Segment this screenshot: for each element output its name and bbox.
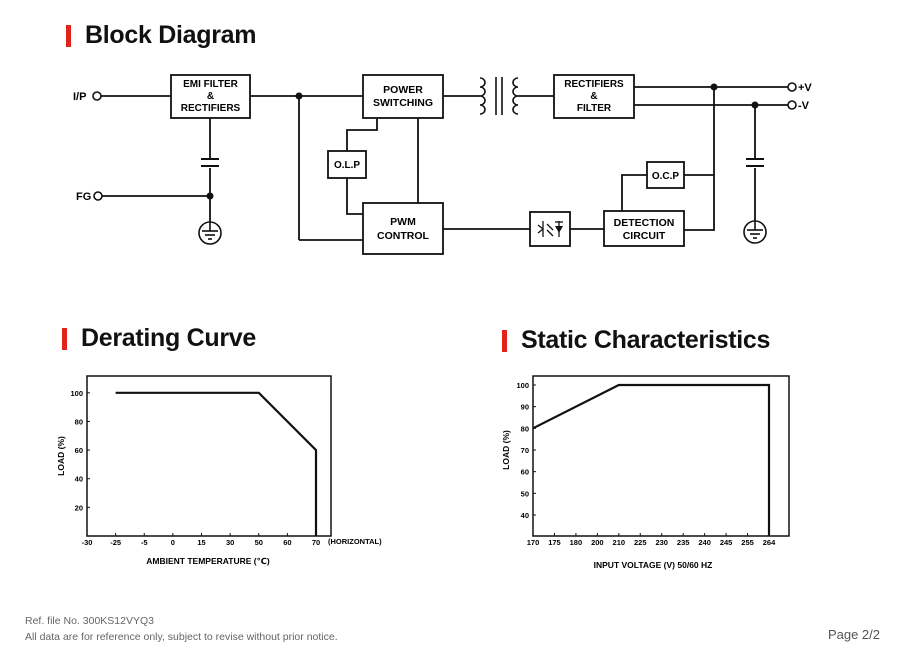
derating-plot-frame	[86, 375, 332, 537]
static-x-tick-label: 240	[698, 538, 711, 547]
static-x-tick-label: 245	[720, 538, 733, 547]
svg-text:RECTIFIERS: RECTIFIERS	[181, 103, 241, 114]
svg-text:DETECTION: DETECTION	[614, 217, 675, 229]
svg-text:POWER: POWER	[383, 84, 423, 96]
derating-x-tick-label: 15	[197, 538, 205, 547]
derating-x-tick-label: 30	[226, 538, 234, 547]
static-x-tick-label: 180	[570, 538, 583, 547]
svg-text:&: &	[590, 91, 597, 102]
heading-accent-bar	[502, 329, 507, 352]
derating-y-tick-label: 40	[75, 475, 83, 484]
block-diagram-title: Block Diagram	[85, 21, 257, 49]
static-ylabel: LOAD (%)	[501, 430, 511, 470]
static-y-tick-label: 70	[521, 446, 529, 455]
svg-text:CONTROL: CONTROL	[377, 230, 429, 242]
svg-text:O.C.P: O.C.P	[652, 171, 680, 182]
static-x-tick-label: 235	[677, 538, 690, 547]
vplus-terminal	[787, 82, 797, 92]
svg-text:CIRCUIT: CIRCUIT	[623, 230, 666, 242]
derating-curve-heading: Derating Curve	[62, 324, 256, 353]
derating-x-tick-label: 70	[312, 538, 320, 547]
static-x-tick-label: 255	[741, 538, 754, 547]
static-y-tick-label: 90	[521, 403, 529, 412]
derating-x-tick-label: -30	[82, 538, 93, 547]
derating-x-note: (HORIZONTAL)	[328, 537, 382, 546]
ground-icon	[198, 221, 222, 245]
svg-text:&: &	[207, 91, 214, 102]
fg-label: FG	[76, 191, 91, 203]
static-y-tick-label: 60	[521, 468, 529, 477]
ground-icon	[743, 220, 767, 244]
svg-text:EMI FILTER: EMI FILTER	[183, 79, 239, 90]
svg-text:FILTER: FILTER	[577, 103, 612, 114]
derating-curve-title: Derating Curve	[81, 324, 257, 352]
static-characteristics-heading: Static Characteristics	[502, 326, 770, 355]
derating-x-tick-label: 0	[171, 538, 175, 547]
vplus-label: +V	[798, 82, 812, 94]
derating-series-line	[115, 391, 318, 536]
static-series-line	[532, 383, 771, 536]
static-x-tick-label: 264	[763, 538, 776, 547]
static-x-tick-label: 225	[634, 538, 647, 547]
block-diagram: EMI FILTER & RECTIFIERS POWER SWITCHING …	[73, 74, 812, 255]
rectifiers-filter-block: RECTIFIERS & FILTER	[553, 74, 635, 119]
static-y-tick-label: 80	[521, 424, 529, 433]
heading-accent-bar	[62, 327, 67, 350]
vminus-label: -V	[798, 100, 810, 112]
pwm-control-block: PWM CONTROL	[362, 202, 444, 255]
derating-y-tick-label: 80	[75, 417, 83, 426]
vminus-terminal	[787, 100, 797, 110]
detection-circuit-block: DETECTION CIRCUIT	[603, 210, 685, 247]
static-x-tick-label: 170	[527, 538, 540, 547]
derating-y-tick-label: 20	[75, 503, 83, 512]
derating-y-tick-label: 100	[70, 389, 83, 398]
derating-ylabel: LOAD (%)	[56, 436, 66, 476]
power-switching-block: POWER SWITCHING	[362, 74, 444, 119]
svg-text:RECTIFIERS: RECTIFIERS	[564, 79, 624, 90]
static-x-tick-label: 210	[613, 538, 626, 547]
optocoupler-icon	[529, 211, 571, 247]
svg-text:O.L.P: O.L.P	[334, 160, 360, 171]
static-y-tick-label: 40	[521, 511, 529, 520]
emi-filter-block: EMI FILTER & RECTIFIERS	[170, 74, 251, 119]
static-characteristics-title: Static Characteristics	[521, 326, 771, 354]
static-y-tick-label: 100	[516, 381, 529, 390]
reference-file-number: Ref. file No. 300KS12VYQ3	[25, 615, 154, 627]
disclaimer-note: All data are for reference only, subject…	[25, 631, 338, 643]
derating-y-tick-label: 60	[75, 446, 83, 455]
derating-x-tick-label: -25	[110, 538, 121, 547]
derating-xlabel: AMBIENT TEMPERATURE (℃)	[146, 556, 270, 566]
heading-accent-bar	[66, 24, 71, 47]
static-xlabel: INPUT VOLTAGE (V) 50/60 HZ	[594, 560, 713, 570]
ip-terminal	[92, 91, 102, 101]
block-diagram-heading: Block Diagram	[66, 21, 256, 50]
derating-x-tick-label: 60	[283, 538, 291, 547]
transformer-icon	[479, 77, 519, 115]
svg-text:PWM: PWM	[390, 216, 416, 228]
derating-x-tick-label: 50	[255, 538, 263, 547]
static-x-tick-label: 230	[655, 538, 668, 547]
svg-text:SWITCHING: SWITCHING	[373, 97, 433, 109]
ocp-block: O.C.P	[646, 161, 685, 189]
olp-block: O.L.P	[327, 150, 367, 179]
ip-label: I/P	[73, 91, 86, 103]
derating-x-tick-label: -5	[141, 538, 148, 547]
fg-terminal	[93, 191, 103, 201]
static-x-tick-label: 175	[548, 538, 561, 547]
static-x-tick-label: 200	[591, 538, 604, 547]
static-plot-frame	[532, 375, 790, 537]
page-number: Page 2/2	[827, 627, 880, 642]
static-y-tick-label: 50	[521, 489, 529, 498]
